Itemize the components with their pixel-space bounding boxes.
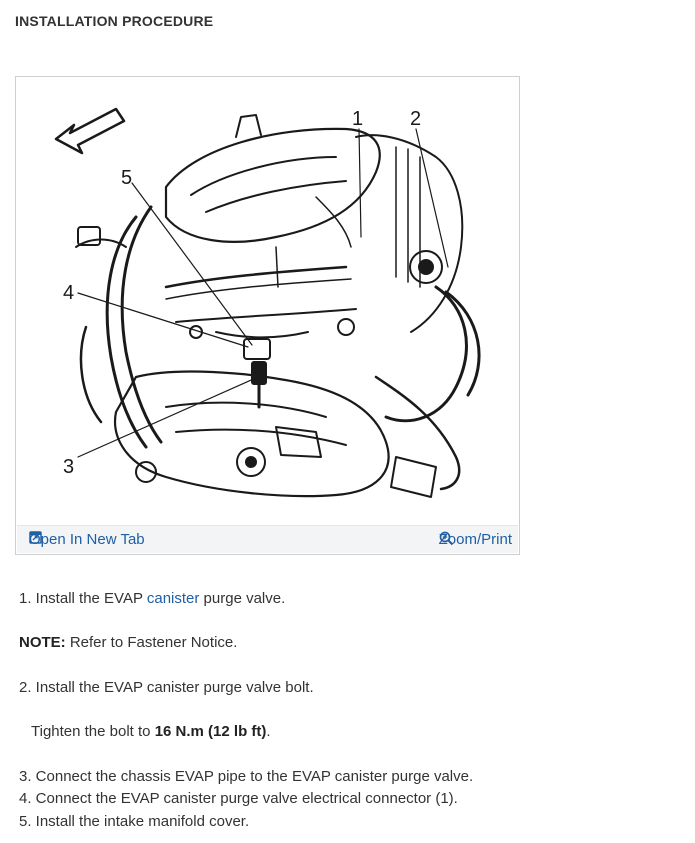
- tighten-prefix: Tighten the bolt to: [31, 723, 155, 740]
- callout-1: 1: [352, 108, 363, 130]
- note: NOTE: Refer to Fastener Notice.: [19, 634, 237, 651]
- callout-labels: 1 2 5 4 3: [63, 108, 421, 478]
- step-1: 1. Install the EVAP canister purge valve…: [19, 590, 285, 607]
- tighten-spec: Tighten the bolt to 16 N.m (12 lb ft).: [31, 723, 271, 740]
- callout-3: 3: [63, 456, 74, 478]
- zoom-print-link[interactable]: Zoom/Print: [439, 531, 512, 548]
- open-in-new-tab-link[interactable]: Open In New Tab: [29, 531, 145, 548]
- note-label: NOTE:: [19, 634, 66, 651]
- zoom-print-label: Zoom/Print: [438, 531, 512, 548]
- step-4: 4. Connect the EVAP canister purge valve…: [19, 790, 458, 807]
- engine-illustration: 1 2 5 4 3: [54, 107, 481, 498]
- open-tab-icon: [29, 531, 42, 544]
- front-arrow-icon: [54, 107, 126, 155]
- tighten-suffix: .: [266, 723, 271, 740]
- step-5: 5. Install the intake manifold cover.: [19, 813, 250, 830]
- page-title: INSTALLATION PROCEDURE: [15, 13, 214, 29]
- canister-link[interactable]: canister: [146, 590, 200, 607]
- torque-value: 16 N.m (12 lb ft): [154, 723, 267, 740]
- callout-5: 5: [121, 167, 132, 189]
- figure-toolbar: Open In New Tab Zoom/Print: [17, 525, 518, 553]
- callout-2: 2: [410, 108, 421, 130]
- open-in-new-tab-label: Open In New Tab: [29, 531, 145, 548]
- step-2: 2. Install the EVAP canister purge valve…: [19, 679, 314, 696]
- note-text: Refer to Fastener Notice.: [65, 634, 238, 651]
- engine-drawing: [75, 114, 481, 498]
- callout-4: 4: [63, 282, 74, 304]
- step-3: 3. Connect the chassis EVAP pipe to the …: [19, 768, 474, 785]
- step-1-text: 1. Install the EVAP: [19, 590, 147, 607]
- zoom-icon: [439, 531, 453, 546]
- callout-leaders: [77, 128, 449, 458]
- figure-box: 1 2 5 4 3 Open In New Tab Zoom/Print: [15, 76, 520, 555]
- step-1-suffix: purge valve.: [199, 590, 286, 607]
